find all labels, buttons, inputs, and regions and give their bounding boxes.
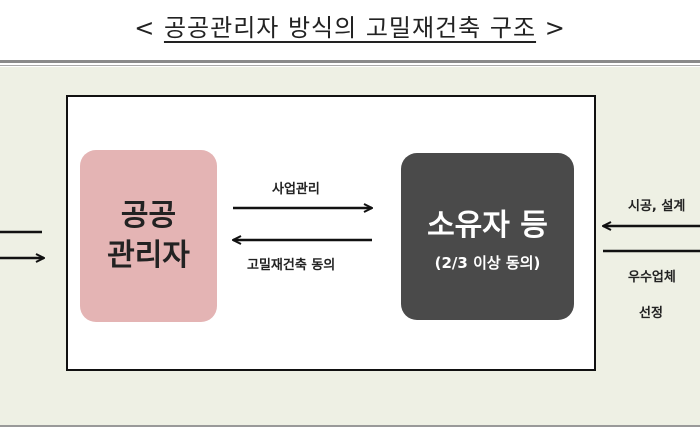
divider: [0, 60, 700, 63]
edge-label-right-in: 시공, 설계: [628, 199, 686, 214]
edge-label-right-out: 우수업체: [628, 270, 676, 285]
divider: [0, 425, 700, 427]
owners-node: 소유자 등 (2/3 이상 동의): [401, 153, 574, 320]
edge-label-right-out-2: 선정: [639, 306, 663, 321]
title-close: >: [544, 14, 566, 42]
node-label: 관리자: [107, 238, 190, 273]
page-title: < 공공관리자 방식의 고밀재건축 구조 >: [0, 8, 700, 43]
title-text: 공공관리자 방식의 고밀재건축 구조: [163, 14, 537, 42]
node-label: 공공: [120, 198, 177, 233]
edge-label-to-owners: 사업관리: [272, 182, 320, 197]
divider: [0, 65, 700, 66]
title-open: <: [134, 14, 156, 42]
edge-label-to-manager: 고밀재건축 동의: [247, 258, 336, 273]
node-sublabel: (2/3 이상 동의): [434, 254, 541, 272]
node-label: 소유자 등: [427, 208, 548, 243]
public-manager-node: 공공 관리자: [80, 150, 217, 322]
